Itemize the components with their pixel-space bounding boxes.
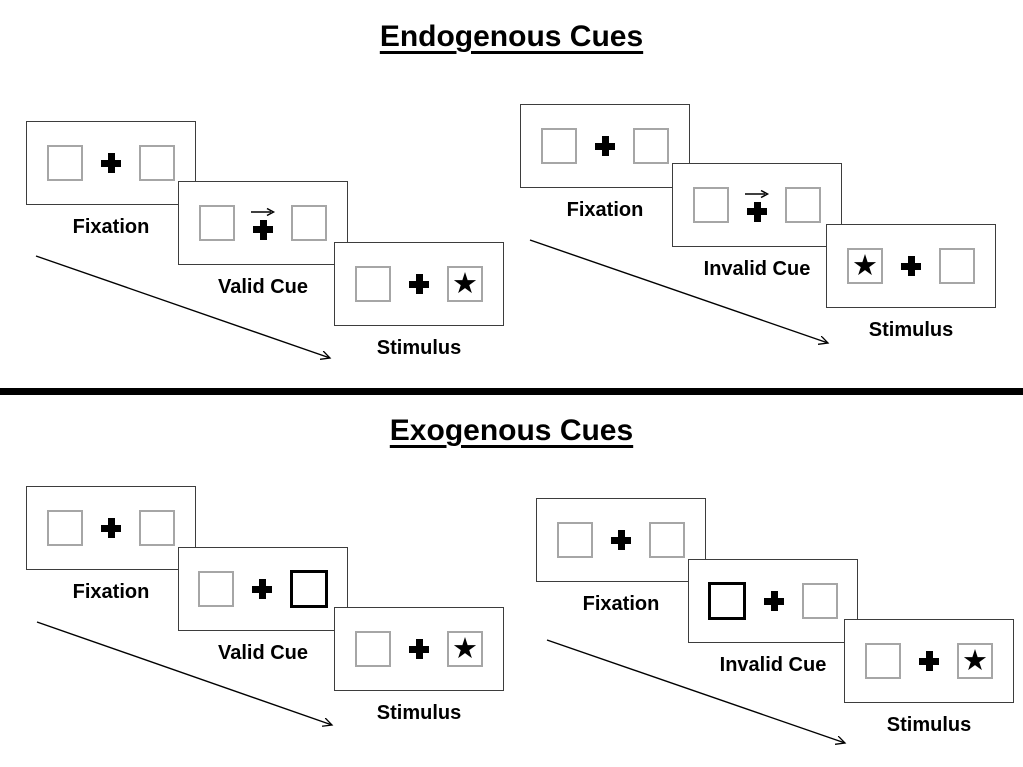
panel-label: Fixation [566, 199, 644, 221]
cue-arrow-right-icon [745, 189, 770, 198]
exogenous-valid-fixation-unit: Fixation [26, 486, 196, 604]
panel-label: Stimulus [886, 714, 972, 736]
stimulus-panel: ★ [844, 619, 1014, 703]
exogenous-valid-stimulus-unit: ★ Stimulus [334, 607, 504, 725]
right-box [939, 248, 975, 284]
star-icon: ★ [452, 630, 478, 665]
cue-highlighted-box [290, 570, 328, 608]
cue-panel [688, 559, 858, 643]
stimulus-panel: ★ [334, 242, 504, 326]
left-box [541, 128, 577, 164]
cue-panel [178, 181, 348, 265]
right-box [802, 583, 838, 619]
exogenous-invalid-stimulus-unit: ★ Stimulus [844, 619, 1014, 737]
cue-arrow-right-icon [251, 207, 276, 216]
fixation-cross-icon [919, 651, 939, 671]
cue-panel [672, 163, 842, 247]
exogenous-valid-cue-unit: Valid Cue [178, 547, 348, 665]
panel-label: Valid Cue [217, 642, 309, 664]
cue-panel [178, 547, 348, 631]
panel-label: Fixation [72, 581, 150, 603]
left-box [557, 522, 593, 558]
fixation-cross-icon [409, 639, 429, 659]
exogenous-invalid-fixation-unit: Fixation [536, 498, 706, 616]
panel-label: Stimulus [376, 337, 462, 359]
fixation-cross-icon [101, 153, 121, 173]
right-box-with-star: ★ [447, 266, 483, 302]
fixation-cross-icon [409, 274, 429, 294]
endogenous-invalid-cue-unit: Invalid Cue [672, 163, 842, 281]
fixation-panel [536, 498, 706, 582]
fixation-cross-icon [901, 256, 921, 276]
right-box-with-star: ★ [447, 631, 483, 667]
left-box-with-star: ★ [847, 248, 883, 284]
endogenous-invalid-stimulus-unit: ★ Stimulus [826, 224, 996, 342]
fixation-cross-icon [595, 136, 615, 156]
left-box [199, 205, 235, 241]
stimulus-panel: ★ [826, 224, 996, 308]
panel-label: Fixation [582, 593, 660, 615]
fixation-panel [520, 104, 690, 188]
section-title-exogenous: Exogenous Cues [389, 414, 634, 447]
fixation-cross-icon [253, 219, 273, 240]
left-box [693, 187, 729, 223]
panel-label: Stimulus [376, 702, 462, 724]
left-box [198, 571, 234, 607]
fixation-panel [26, 486, 196, 570]
right-box [633, 128, 669, 164]
endogenous-valid-cue-unit: Valid Cue [178, 181, 348, 299]
right-box [139, 510, 175, 546]
fixation-cross-icon [252, 579, 272, 599]
star-icon: ★ [852, 247, 878, 282]
cue-highlighted-box [708, 582, 746, 620]
panel-label: Valid Cue [217, 276, 309, 298]
right-box [291, 205, 327, 241]
fixation-cross-icon [747, 201, 767, 222]
stimulus-panel: ★ [334, 607, 504, 691]
right-box [139, 145, 175, 181]
panel-label: Fixation [72, 216, 150, 238]
left-box [355, 266, 391, 302]
section-divider [0, 388, 1023, 395]
endogenous-invalid-fixation-unit: Fixation [520, 104, 690, 222]
fixation-cross-icon [101, 518, 121, 538]
fixation-cross-icon [764, 591, 784, 611]
left-box [47, 510, 83, 546]
fixation-cross-icon [611, 530, 631, 550]
panel-label: Invalid Cue [703, 258, 811, 280]
star-icon: ★ [452, 265, 478, 300]
star-icon: ★ [962, 642, 988, 677]
right-box [649, 522, 685, 558]
left-box [47, 145, 83, 181]
section-title-endogenous: Endogenous Cues [379, 20, 644, 53]
endogenous-valid-stimulus-unit: ★ Stimulus [334, 242, 504, 360]
right-box-with-star: ★ [957, 643, 993, 679]
right-box [785, 187, 821, 223]
panel-label: Stimulus [868, 319, 954, 341]
endogenous-valid-fixation-unit: Fixation [26, 121, 196, 239]
exogenous-invalid-cue-unit: Invalid Cue [688, 559, 858, 677]
fixation-panel [26, 121, 196, 205]
left-box [355, 631, 391, 667]
panel-label: Invalid Cue [719, 654, 827, 676]
left-box [865, 643, 901, 679]
